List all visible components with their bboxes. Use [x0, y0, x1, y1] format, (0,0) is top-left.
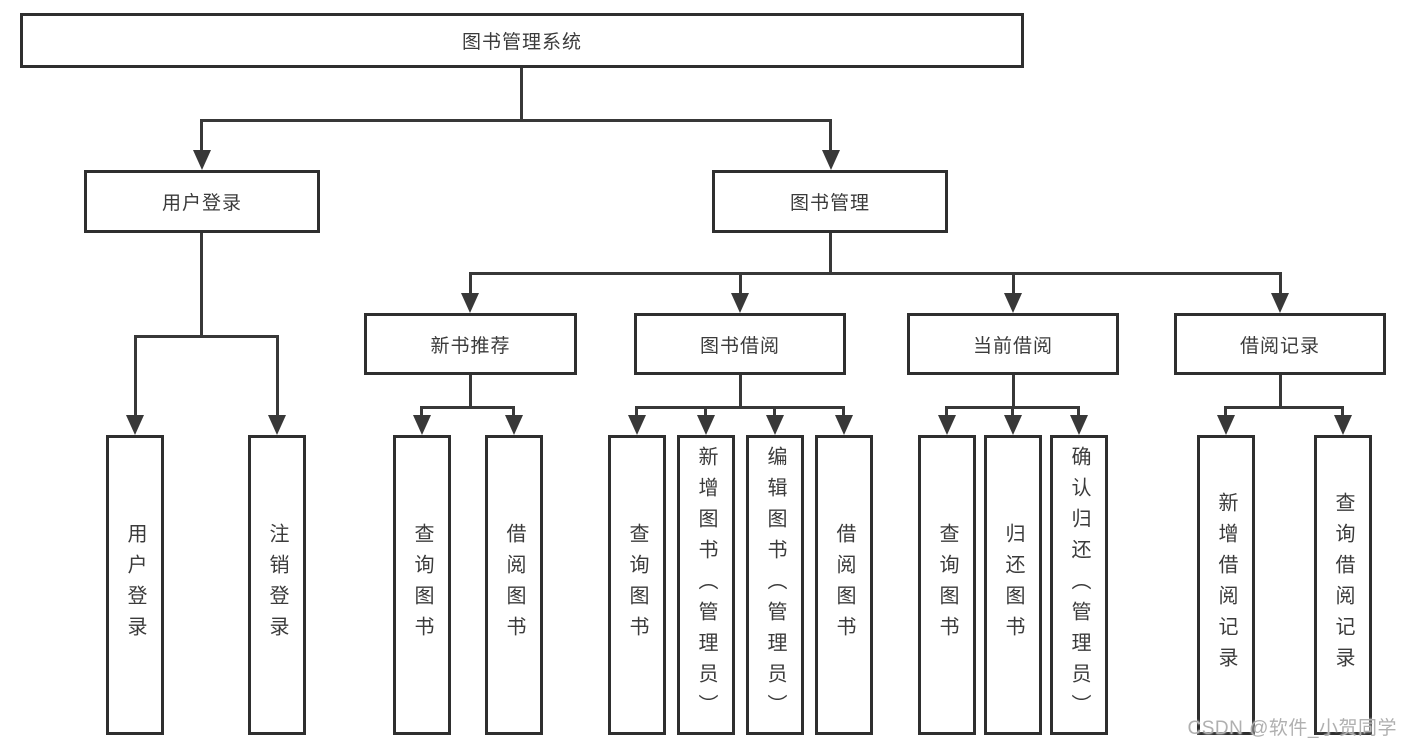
connector-leaf [420, 406, 423, 418]
arrow-down-icon [628, 415, 646, 435]
node-label: 查询图书 [626, 523, 648, 647]
node-library-management-system: 图书管理系统 [20, 13, 1024, 68]
connector-to-user-login [200, 119, 203, 155]
node-label: 查询图书 [936, 523, 958, 647]
arrow-down-icon [193, 150, 211, 170]
csdn-watermark: CSDN @软件_小贺同学 [1187, 718, 1397, 739]
arrow-down-icon [461, 293, 479, 313]
connector-leaf [635, 406, 638, 418]
connector-leaf [1077, 406, 1080, 418]
connector-leaf [842, 406, 845, 418]
connector-to-book-borrow [739, 272, 742, 297]
connector-leaf [512, 406, 515, 418]
arrow-down-icon [1004, 415, 1022, 435]
connector-to-book-mgmt [829, 119, 832, 155]
node-label: 用户登录 [124, 523, 146, 647]
node-label: 查询借阅记录 [1332, 492, 1354, 678]
connector-to-current-borrow [1012, 272, 1015, 297]
arrow-down-icon [835, 415, 853, 435]
arrow-down-icon [766, 415, 784, 435]
node-edit-books-admin: 编辑图书（管理员） [746, 435, 804, 735]
node-label: 借阅图书 [833, 523, 855, 647]
connector-user-login-stem [200, 233, 203, 335]
node-label: 借阅记录 [1239, 335, 1320, 357]
node-query-books-borrow: 查询图书 [608, 435, 666, 735]
connector-book-borrow-stem [739, 375, 742, 406]
connector-user-login-split [134, 335, 279, 338]
arrow-down-icon [268, 415, 286, 435]
arrow-down-icon [822, 150, 840, 170]
node-label: 查询图书 [411, 523, 433, 647]
connector-book-mgmt-stem [829, 233, 832, 272]
connector-new-books-split [420, 406, 514, 409]
connector-to-new-books [469, 272, 472, 297]
connector-to-logout [276, 335, 279, 418]
arrow-down-icon [505, 415, 523, 435]
node-login-leaf: 用户登录 [106, 435, 164, 735]
node-confirm-return-admin: 确认归还（管理员） [1050, 435, 1108, 735]
arrow-down-icon [1004, 293, 1022, 313]
node-add-books-admin: 新增图书（管理员） [677, 435, 735, 735]
node-label: 新书推荐 [430, 335, 511, 357]
arrow-down-icon [697, 415, 715, 435]
node-label: 当前借阅 [972, 335, 1053, 357]
node-borrow-records: 借阅记录 [1174, 313, 1386, 375]
node-query-books-current: 查询图书 [918, 435, 976, 735]
connector-level3-split [469, 272, 1281, 275]
node-borrow-books-leaf: 借阅图书 [815, 435, 873, 735]
node-label: 注销登录 [266, 523, 288, 647]
node-label: 借阅图书 [503, 523, 525, 647]
node-label: 归还图书 [1002, 523, 1024, 647]
node-label: 图书管理系统 [461, 32, 582, 53]
arrow-down-icon [1271, 293, 1289, 313]
node-borrow-books-newbooks: 借阅图书 [485, 435, 543, 735]
connector-leaf [1011, 406, 1014, 418]
node-label: 新增借阅记录 [1215, 492, 1237, 678]
connector-book-borrow-split [635, 406, 845, 409]
connector-to-borrow-records [1279, 272, 1282, 297]
arrow-down-icon [413, 415, 431, 435]
connector-leaf [773, 406, 776, 418]
connector-borrow-records-stem [1279, 375, 1282, 406]
connector-root-stem [520, 68, 523, 119]
node-label: 用户登录 [161, 193, 242, 214]
node-user-login: 用户登录 [84, 170, 320, 233]
node-new-book-recommend: 新书推荐 [364, 313, 577, 375]
node-book-management: 图书管理 [712, 170, 948, 233]
node-label: 确认归还（管理员） [1068, 445, 1090, 725]
node-label: 图书管理 [789, 193, 870, 214]
node-query-books-newbooks: 查询图书 [393, 435, 451, 735]
arrow-down-icon [731, 293, 749, 313]
node-current-borrow: 当前借阅 [907, 313, 1119, 375]
connector-borrow-records-split [1224, 406, 1344, 409]
node-logout-leaf: 注销登录 [248, 435, 306, 735]
connector-leaf [945, 406, 948, 418]
node-label: 新增图书（管理员） [695, 445, 717, 725]
arrow-down-icon [126, 415, 144, 435]
arrow-down-icon [1334, 415, 1352, 435]
node-return-books: 归还图书 [984, 435, 1042, 735]
node-book-borrow: 图书借阅 [634, 313, 846, 375]
node-label: 图书借阅 [699, 335, 780, 357]
node-add-borrow-record: 新增借阅记录 [1197, 435, 1255, 735]
node-query-borrow-record: 查询借阅记录 [1314, 435, 1372, 735]
arrow-down-icon [1070, 415, 1088, 435]
node-label: 编辑图书（管理员） [764, 445, 786, 725]
connector-current-borrow-stem [1012, 375, 1015, 406]
connector-leaf [704, 406, 707, 418]
connector-level2-split [200, 119, 832, 122]
arrow-down-icon [938, 415, 956, 435]
connector-leaf [1341, 406, 1344, 418]
connector-leaf [1224, 406, 1227, 418]
connector-new-books-stem [469, 375, 472, 406]
arrow-down-icon [1217, 415, 1235, 435]
connector-to-login [134, 335, 137, 418]
